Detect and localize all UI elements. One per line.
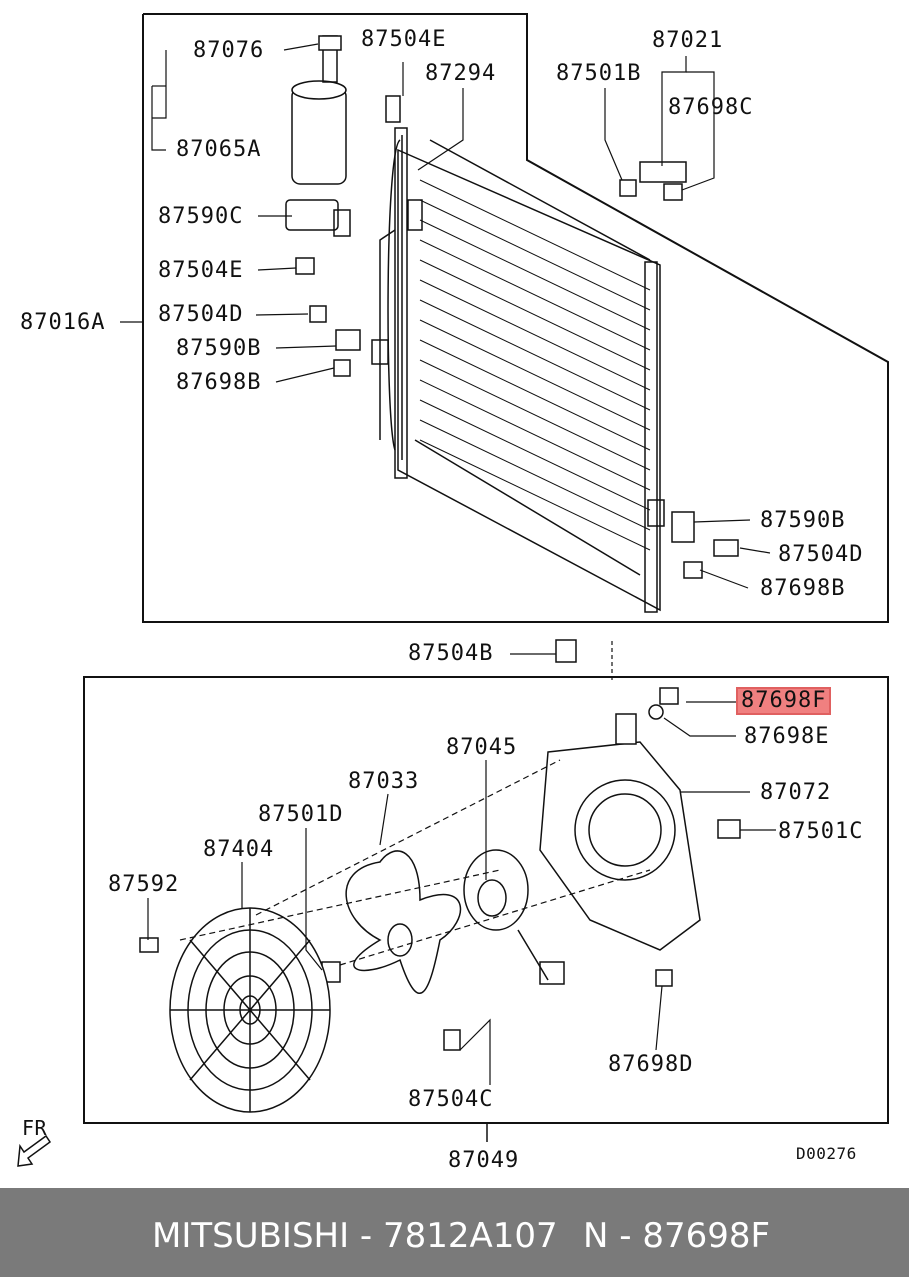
part-label-87504b: 87504B (408, 641, 494, 666)
part-label-87076: 87076 (193, 38, 265, 63)
part-label-87504c: 87504C (408, 1087, 494, 1112)
fan-guard-drawing (139, 907, 331, 1113)
part-label-87504e-mid: 87504E (158, 258, 244, 283)
part-label-87016a: 87016A (20, 310, 106, 335)
part-label-87698d: 87698D (608, 1052, 694, 1077)
part-label-87590b-left: 87590B (176, 336, 262, 361)
part-label-87021: 87021 (652, 28, 724, 53)
lower-leader-lines (147, 640, 776, 1085)
part-label-87501c: 87501C (778, 819, 864, 844)
part-label-87698b-left: 87698B (176, 370, 262, 395)
part-label-87065a: 87065A (176, 137, 262, 162)
part-label-87698e: 87698E (744, 724, 830, 749)
part-label-87501d: 87501D (258, 802, 344, 827)
part-label-87698f-highlighted: 87698F (735, 687, 832, 715)
part-label-87698b-right: 87698B (760, 576, 846, 601)
part-label-87504d-right: 87504D (778, 542, 864, 567)
part-label-87294: 87294 (425, 61, 497, 86)
fan-assembly-frame (83, 676, 889, 1142)
fan-shroud-drawing (539, 687, 741, 987)
condenser-drawing (371, 127, 665, 613)
diagram-drawing (17, 13, 889, 1167)
parts-diagram: 87076 87504E 87294 87021 87501B 87698C 8… (17, 13, 889, 1173)
part-label-87045: 87045 (446, 735, 518, 760)
footer-part-code: N - 87698F (583, 1216, 771, 1256)
part-label-87504d-left: 87504D (158, 302, 244, 327)
fan-motor-drawing (463, 849, 565, 985)
fr-arrow-icon (17, 1134, 52, 1167)
footer-bar: MITSUBISHI - 7812A107 N - 87698F (0, 1188, 909, 1277)
part-label-87501b: 87501B (556, 61, 642, 86)
part-label-87592: 87592 (108, 872, 180, 897)
part-label-87049: 87049 (448, 1148, 520, 1173)
footer-brand-part-number: MITSUBISHI - 7812A107 (152, 1216, 558, 1256)
diagram-code: D00276 (796, 1144, 857, 1163)
part-label-87698c: 87698C (668, 95, 754, 120)
part-label-87590c: 87590C (158, 204, 244, 229)
fr-label: FR (22, 1116, 48, 1140)
condenser-fins (419, 179, 651, 551)
part-label-87033: 87033 (348, 769, 420, 794)
condenser-assembly-frame (142, 13, 889, 623)
part-label-87072: 87072 (760, 780, 832, 805)
upper-leader-lines (120, 43, 771, 655)
part-label-87404: 87404 (203, 837, 275, 862)
part-label-87590b-right: 87590B (760, 508, 846, 533)
receiver-dryer-drawing (285, 35, 351, 237)
fan-blade-drawing (321, 850, 462, 1051)
part-label-87504e-top: 87504E (361, 27, 447, 52)
